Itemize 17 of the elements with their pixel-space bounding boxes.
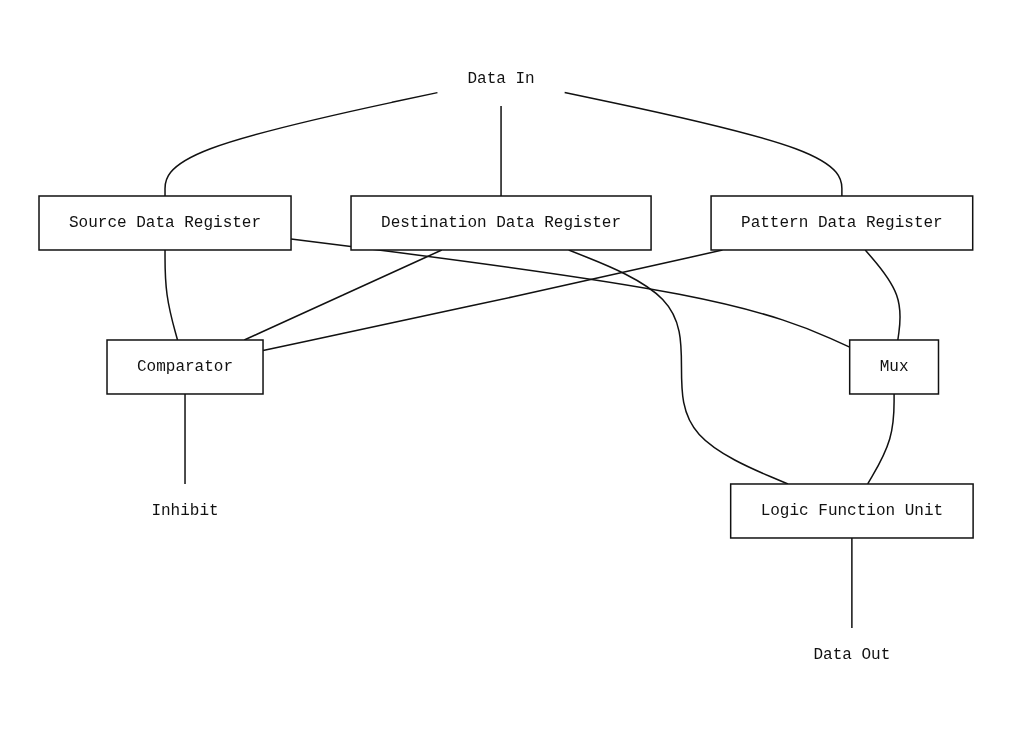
connector	[500, 105, 502, 197]
node-box: Source Data Register	[38, 195, 292, 251]
connector	[563, 91, 843, 197]
node-box: Logic Function Unit	[729, 483, 974, 539]
node-text: Data In	[467, 70, 535, 88]
connector	[851, 537, 853, 629]
node-box: Destination Data Register	[350, 195, 652, 251]
node-text: Data Out	[813, 645, 891, 664]
connector	[164, 249, 179, 341]
node-box: Mux	[848, 339, 940, 395]
node-box: Comparator	[106, 339, 264, 395]
connector	[164, 91, 439, 197]
connector	[184, 393, 186, 485]
node-text: Inhibit	[151, 501, 219, 520]
connector	[864, 249, 901, 341]
connector	[866, 393, 895, 485]
node-box: Pattern Data Register	[710, 195, 974, 251]
